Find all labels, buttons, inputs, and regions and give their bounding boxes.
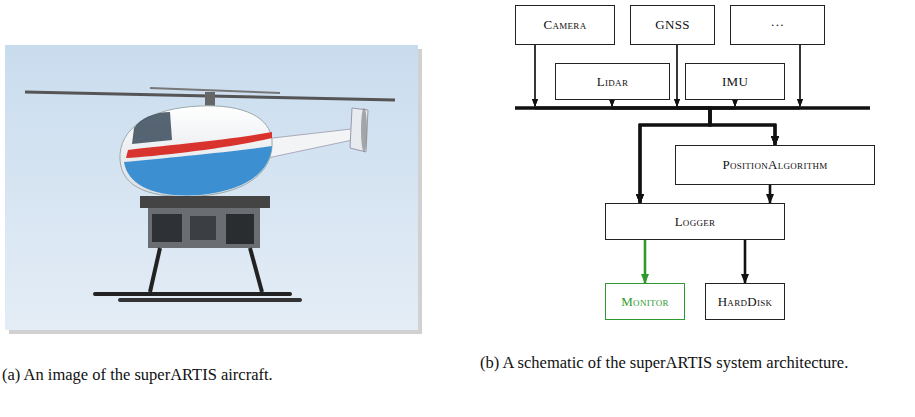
connector-line — [676, 45, 677, 106]
connector-line — [534, 45, 535, 106]
component-name: Logger — [675, 214, 716, 230]
component-name: Lidar — [597, 74, 628, 90]
connector-line — [710, 108, 775, 145]
component-name: PositionAlgorithm — [722, 157, 827, 173]
connector-line — [799, 45, 800, 106]
connector-line — [769, 185, 772, 203]
component-box: HardDisk — [705, 283, 785, 320]
connector-line — [612, 108, 775, 145]
component-name: HardDisk — [718, 294, 773, 310]
connector-line — [676, 45, 677, 106]
component-box: GNSS — [630, 5, 715, 45]
connector-line — [734, 100, 735, 106]
component-box: Camera — [515, 5, 615, 45]
connector-line — [534, 45, 535, 106]
aircraft-photo — [0, 40, 430, 340]
connector-line — [611, 100, 612, 106]
connector-line — [799, 45, 800, 106]
connector-line — [644, 240, 647, 283]
subfigure-caption: (b) A schematic of the superARTIS system… — [480, 352, 905, 374]
component-box: IMU — [685, 63, 785, 100]
data-flow-arrow — [710, 100, 775, 145]
connector-line — [677, 108, 775, 145]
data-flow-arrow — [612, 100, 775, 145]
connector-line — [710, 108, 800, 145]
component-name: Camera — [544, 17, 587, 33]
connector-line — [535, 108, 775, 145]
component-name: Monitor — [621, 294, 669, 310]
data-flow-arrow — [770, 185, 771, 203]
component-box: Logger — [605, 203, 785, 240]
connector-line — [611, 100, 612, 106]
data-flow-arrow — [645, 240, 646, 283]
component-box: Lidar — [555, 63, 670, 100]
monitor-box: Monitor — [605, 283, 685, 320]
component-box: ··· — [730, 5, 825, 45]
component-name: GNSS — [655, 17, 689, 33]
connector-line — [744, 240, 747, 283]
data-flow-arrow — [745, 240, 746, 283]
connector-line — [734, 100, 735, 106]
component-name: IMU — [722, 74, 748, 90]
component-name: ··· — [771, 17, 785, 33]
component-box: PositionAlgorithm — [675, 145, 875, 185]
subfigure-caption: (a) An image of the superARTIS aircraft. — [2, 364, 422, 386]
